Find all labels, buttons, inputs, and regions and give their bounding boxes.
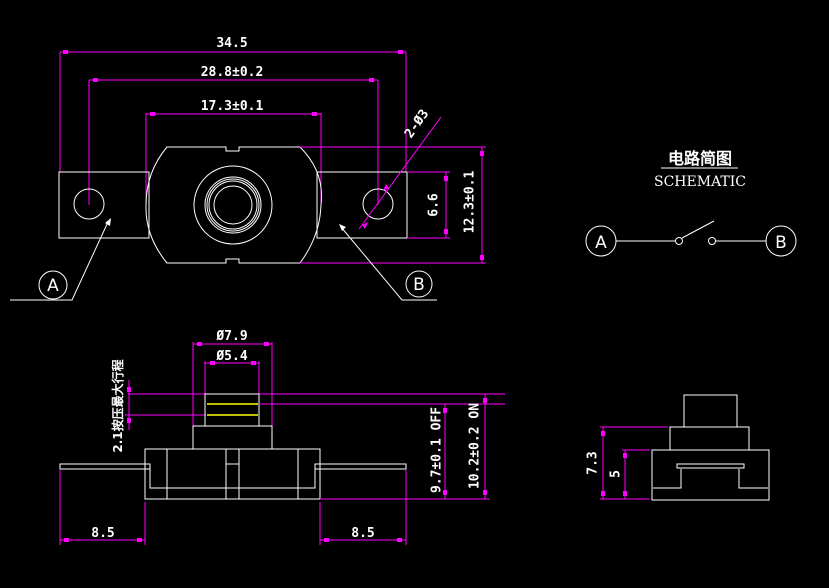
dim-press-travel-label: 2.1按压最大行程 [110, 359, 125, 452]
right-terminal [314, 463, 407, 470]
left-terminal-tab [58, 171, 150, 239]
dim-body-height-end: 5 [609, 449, 650, 499]
button-top [193, 165, 273, 245]
dim-button-inner: Ø5.4 [204, 349, 260, 395]
terminal-a-label: A [595, 233, 607, 253]
switch-contact-left [675, 237, 683, 245]
dim-right-terminal: 8.5 [319, 470, 407, 545]
dim-overall-width: 34.5 [59, 36, 407, 172]
terminal-b-label: B [775, 233, 787, 253]
end-collar [669, 426, 750, 451]
dim-hole-pitch: 28.8±0.2 [88, 65, 379, 205]
callout-b: B [339, 224, 437, 301]
switch-body-outline [145, 146, 323, 264]
callout-b-label: B [413, 275, 425, 295]
right-terminal-tab [316, 171, 408, 239]
left-terminal [59, 463, 151, 470]
dim-height-on: 10.2±0.2 ON [320, 394, 490, 500]
dim-body-height-label: 12.3±0.1 [463, 171, 478, 234]
dim-left-terminal-label: 8.5 [91, 526, 114, 541]
end-button [683, 394, 738, 427]
dim-height-off: 9.7±0.1 OFF [259, 403, 455, 499]
left-terminal-hole [73, 188, 105, 220]
switch-lever [681, 220, 715, 239]
dim-right-terminal-label: 8.5 [351, 526, 374, 541]
dim-body-height: 12.3±0.1 [300, 146, 486, 264]
dim-body-height-end-label: 5 [609, 470, 624, 478]
callout-a-label: A [47, 276, 59, 296]
end-terminal-bar [676, 463, 745, 469]
terminal-b-circle [765, 225, 797, 257]
schematic: 电路简图 SCHEMATIC A B [585, 149, 797, 257]
dim-terminal-height: 6.6 [408, 171, 450, 239]
end-view: 7.3 5 [586, 394, 770, 501]
dim-overall-width-label: 34.5 [216, 36, 247, 51]
dim-height-off-label: 9.7±0.1 OFF [430, 407, 445, 493]
callout-a: A [10, 218, 111, 301]
dim-body-width-label: 17.3±0.1 [201, 99, 264, 114]
dim-button-outer: Ø7.9 [192, 329, 273, 434]
dim-press-travel: 2.1按压最大行程 [110, 359, 505, 453]
dim-total-height-label: 7.3 [586, 451, 601, 474]
schematic-title-cn: 电路简图 [668, 149, 732, 168]
right-terminal-hole [362, 188, 394, 220]
dim-button-inner-label: Ø5.4 [215, 349, 247, 364]
dim-terminal-height-label: 6.6 [427, 193, 442, 217]
top-view: 34.5 28.8±0.2 17.3±0.1 [10, 36, 486, 301]
end-housing [651, 449, 770, 501]
dim-left-terminal: 8.5 [59, 470, 146, 545]
dim-hole-pitch-label: 28.8±0.2 [201, 65, 264, 80]
side-view: Ø7.9 Ø5.4 2.1按压最大行程 [59, 329, 505, 545]
switch-contact-right [708, 237, 716, 245]
schematic-title-en: SCHEMATIC [654, 174, 746, 190]
dim-button-outer-label: Ø7.9 [215, 329, 247, 344]
switch-housing [144, 448, 321, 500]
dim-height-on-label: 10.2±0.2 ON [468, 403, 483, 489]
button-plunger [204, 393, 260, 427]
button-collar [192, 425, 273, 450]
